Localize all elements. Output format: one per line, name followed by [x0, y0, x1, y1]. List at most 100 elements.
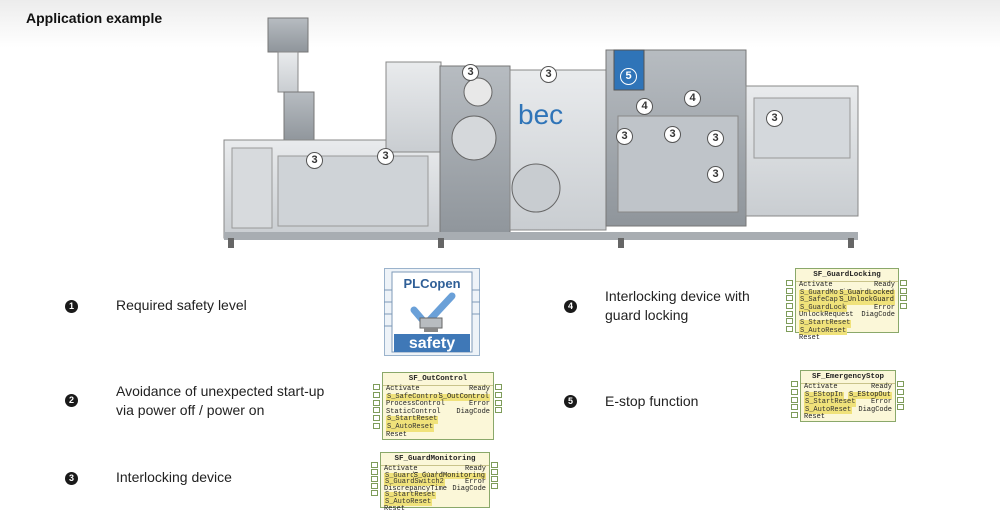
fb-pin [491, 483, 498, 489]
fb-pin [491, 462, 498, 468]
marker-3: 3 [540, 66, 557, 83]
function-block-title: SF_GuardMonitoring [381, 453, 489, 466]
fb-input: Reset [386, 430, 408, 439]
fb-pin [786, 295, 793, 301]
fb-input: S_StartReset [799, 318, 852, 328]
fb-pin [495, 392, 502, 398]
fb-pin [371, 469, 378, 475]
fb-pin [373, 415, 380, 421]
fb-pin [791, 381, 798, 387]
requirement-number: 4 [564, 300, 577, 313]
function-block-title: SF_GuardLocking [796, 269, 898, 282]
fb-output: Error [468, 400, 490, 409]
fb-pin [373, 407, 380, 413]
fb-pin [491, 469, 498, 475]
fb-pin [900, 295, 907, 301]
fb-pin [786, 318, 793, 324]
fb-pin [791, 397, 798, 403]
fb-pin [786, 280, 793, 286]
fb-output: Ready [468, 385, 490, 393]
function-block-title: SF_OutControl [383, 373, 493, 386]
requirement-number: 3 [65, 472, 78, 485]
fb-input: S_StartReset [386, 415, 439, 424]
fb-input: Reset [384, 504, 406, 513]
fb-pin [897, 397, 904, 403]
fb-input: S_StartReset [384, 491, 437, 500]
logo-text-top: PLCopen [403, 276, 460, 291]
function-block-title: SF_EmergencyStop [801, 371, 895, 384]
fb-output: S_EStopOut [847, 390, 892, 400]
fb-output: S_GuardMonitoring [412, 471, 486, 480]
brand-logo: bec [518, 99, 563, 130]
marker-3: 3 [707, 166, 724, 183]
fb-pin [900, 303, 907, 309]
fb-pin [373, 392, 380, 398]
fb-output: Ready [870, 383, 892, 391]
function-block-out-control: SF_OutControl Activate Ready S_SafeContro… [382, 372, 494, 440]
fb-output: DiagCode [452, 484, 486, 493]
fb-output: S_UnlockGuard [838, 296, 895, 305]
requirement-text: Avoidance of unexpected start-up via pow… [116, 383, 325, 418]
function-block-guard-monitoring: SF_GuardMonitoring Activate Ready S_Guard… [380, 452, 490, 512]
fb-output: DiagCode [456, 407, 490, 416]
marker-3: 3 [766, 110, 783, 127]
fb-output: DiagCode [858, 405, 892, 414]
fb-output: Ready [464, 465, 486, 473]
requirement-text: Interlocking device with guard locking [605, 288, 750, 323]
marker-3: 3 [306, 152, 323, 169]
fb-input: Activate [384, 465, 418, 473]
fb-input: UnlockRequest [799, 311, 854, 320]
fb-input: Activate [386, 385, 420, 393]
fb-pin [791, 389, 798, 395]
fb-pin [371, 483, 378, 489]
fb-pin [786, 303, 793, 309]
fb-output: S_GuardLocked [838, 288, 895, 298]
fb-pin [786, 288, 793, 294]
header-bar [0, 0, 1000, 48]
fb-output: Ready [873, 281, 895, 289]
fb-input: S_GuardMonitoring [799, 288, 873, 298]
fb-input: S_AutoReset [384, 497, 433, 506]
fb-input: DiscrepancyTime [384, 484, 448, 493]
marker-4: 4 [684, 90, 701, 107]
fb-input: S_AutoReset [386, 422, 435, 432]
packaging-machine-drawing: bec [223, 17, 859, 248]
fb-input: StaticControl [386, 407, 441, 416]
marker-3: 3 [462, 64, 479, 81]
fb-pin [900, 288, 907, 294]
marker-3: 3 [707, 130, 724, 147]
fb-pin [900, 280, 907, 286]
fb-pin [371, 462, 378, 468]
marker-3: 3 [664, 126, 681, 143]
fb-pin [786, 311, 793, 317]
fb-input: S_AutoReset [804, 405, 853, 415]
fb-input: Reset [799, 334, 821, 343]
fb-pin [897, 404, 904, 410]
fb-pin [373, 400, 380, 406]
fb-input: ProcessControl [386, 400, 445, 409]
requirement-text: E-stop function [605, 393, 699, 409]
fb-pin [373, 423, 380, 429]
fb-pin [491, 476, 498, 482]
fb-input: S_GuardSwitch2 [384, 478, 445, 487]
fb-input: S_StartReset [804, 398, 857, 407]
fb-pin [897, 381, 904, 387]
marker-3: 3 [616, 128, 633, 145]
fb-pin [786, 326, 793, 332]
fb-input: S_SafeControl [386, 392, 443, 402]
fb-output: Error [873, 303, 895, 312]
fb-pin [371, 476, 378, 482]
plcopen-safety-logo: PLCopen safety [384, 268, 480, 356]
fb-pin [371, 490, 378, 496]
fb-pin [373, 384, 380, 390]
fb-input: S_GuardLock [799, 303, 848, 313]
marker-5: 5 [620, 68, 637, 85]
marker-4: 4 [636, 98, 653, 115]
fb-input: S_AutoReset [799, 326, 848, 336]
logo-text-bottom: safety [409, 335, 455, 352]
fb-output: Error [464, 478, 486, 487]
fb-input: Activate [804, 383, 838, 391]
fb-input: S_SafeCapture [799, 296, 856, 305]
